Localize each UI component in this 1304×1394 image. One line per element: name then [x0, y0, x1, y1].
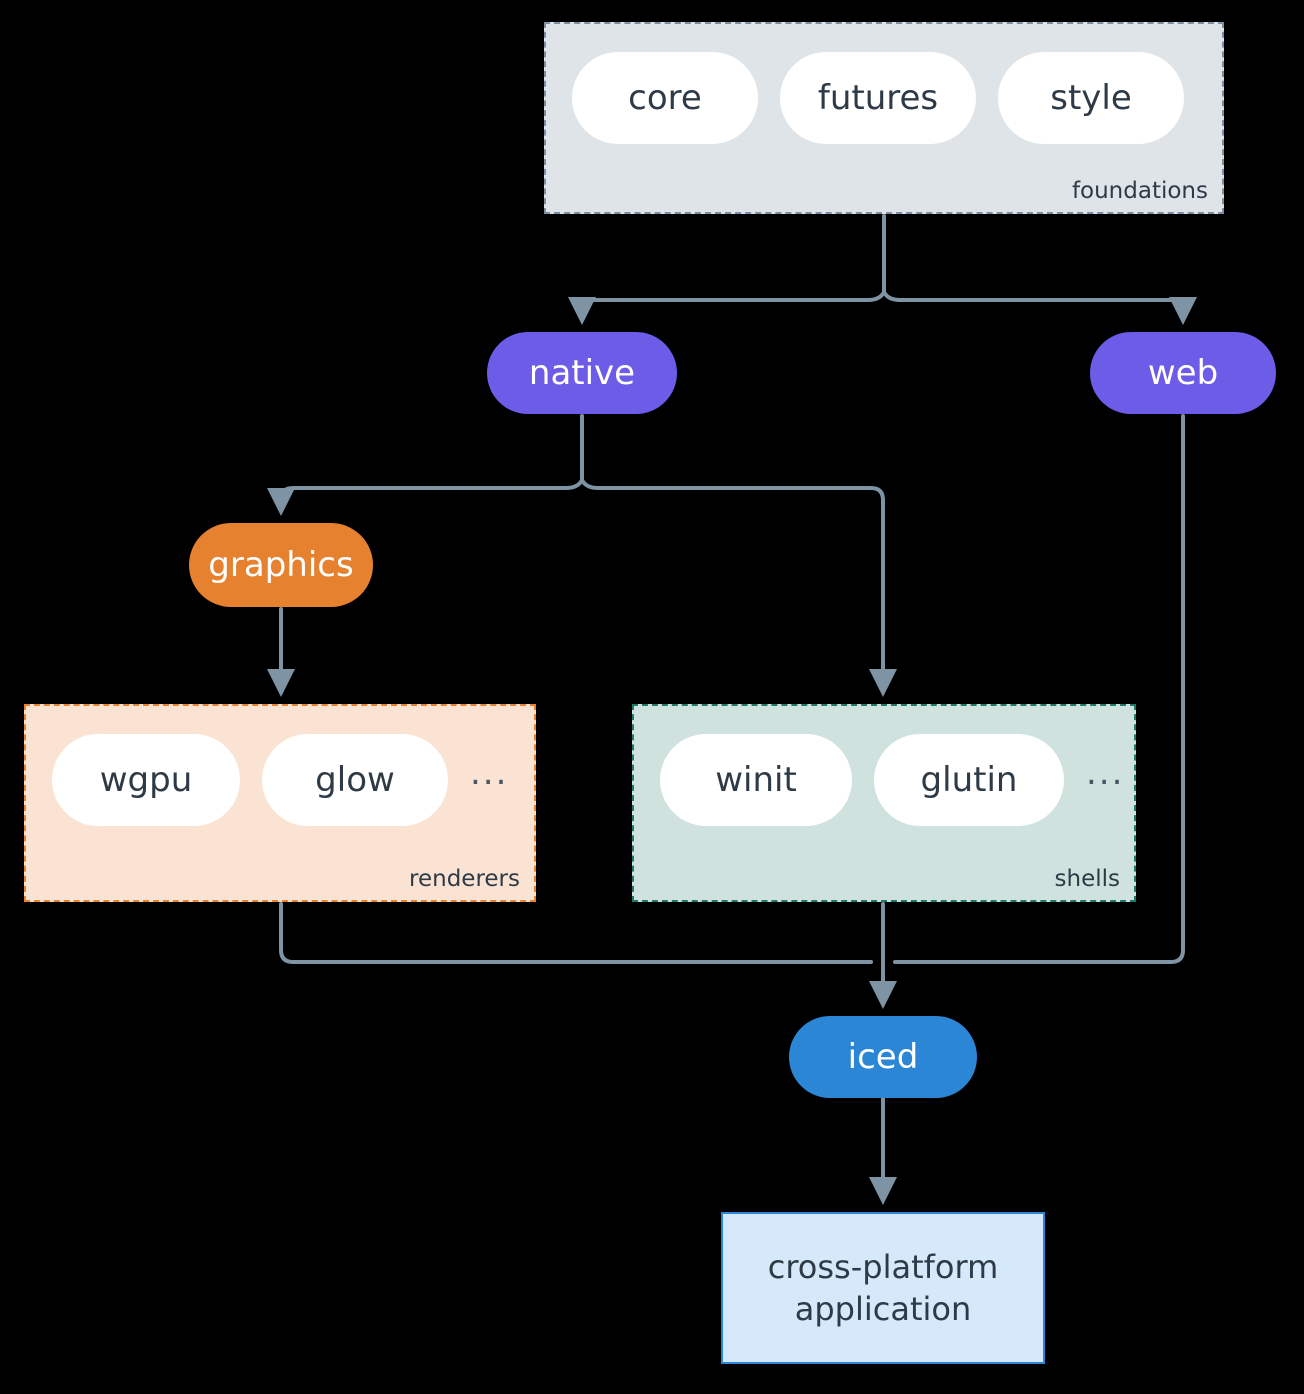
renderers-ellipsis: ...	[470, 753, 509, 793]
edge-native-to-graphics	[267, 478, 584, 516]
edge-renderers-to-iced	[279, 902, 873, 964]
cluster-shells-items: winit glutin ...	[660, 734, 1124, 826]
cluster-foundations-label: foundations	[1071, 178, 1208, 204]
shells-ellipsis: ...	[1086, 753, 1125, 793]
node-cross-platform-application[interactable]: cross-platform application	[721, 1212, 1045, 1364]
cluster-foundations-items: core futures style	[572, 52, 1184, 144]
cluster-shells-label: shells	[1054, 866, 1120, 892]
edge-native-to-shells	[580, 478, 897, 697]
node-iced[interactable]: iced	[789, 1016, 977, 1098]
application-line-1: cross-platform	[767, 1247, 999, 1286]
pill-style[interactable]: style	[998, 52, 1184, 144]
edge-foundations-to-native	[568, 290, 886, 325]
pill-glutin[interactable]: glutin	[874, 734, 1064, 826]
node-web[interactable]: web	[1090, 332, 1276, 414]
pill-wgpu[interactable]: wgpu	[52, 734, 240, 826]
pill-futures[interactable]: futures	[780, 52, 976, 144]
pill-core[interactable]: core	[572, 52, 758, 144]
cluster-renderers-label: renderers	[409, 866, 520, 892]
application-line-2: application	[794, 1290, 972, 1328]
node-native[interactable]: native	[487, 332, 677, 414]
cluster-foundations: core futures style foundations	[544, 22, 1224, 214]
node-graphics[interactable]: graphics	[189, 523, 373, 607]
cluster-renderers-items: wgpu glow ...	[52, 734, 508, 826]
edge-foundations-to-web	[882, 290, 1197, 325]
cluster-renderers: wgpu glow ... renderers	[24, 704, 536, 902]
pill-glow[interactable]: glow	[262, 734, 448, 826]
pill-winit[interactable]: winit	[660, 734, 852, 826]
cluster-shells: winit glutin ... shells	[632, 704, 1136, 902]
